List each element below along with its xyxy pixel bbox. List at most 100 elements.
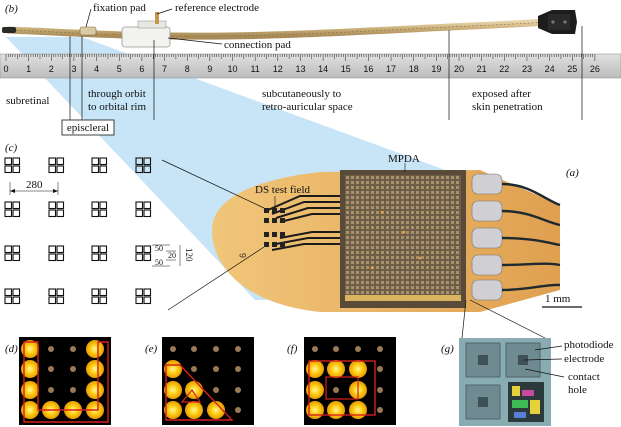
ruler-number: 13 <box>295 64 305 74</box>
electrode-square <box>143 157 152 166</box>
electrode-group <box>4 288 21 305</box>
connection-pad-leader <box>167 37 223 45</box>
electrode-square <box>48 209 57 218</box>
ds-test-field <box>264 208 285 247</box>
ruler-number: 25 <box>567 64 577 74</box>
electrode-stimulated <box>327 360 345 378</box>
segment-orbit-line2: to orbital rim <box>88 101 146 113</box>
electrode-group <box>91 288 108 305</box>
electrode-square <box>143 245 152 254</box>
electrode-square <box>48 157 57 166</box>
electrode-square <box>91 296 100 305</box>
electrode-square <box>48 253 57 262</box>
electrode-stimulated <box>21 381 39 399</box>
electrode-square <box>135 296 144 305</box>
zoom-leaders-g <box>461 299 546 339</box>
electrode-dot <box>170 346 176 352</box>
segment-retro-line2: retro-auricular space <box>262 101 353 113</box>
fixation-pad-label: fixation pad <box>93 2 146 14</box>
output-traces <box>501 182 561 292</box>
ruler-number: 4 <box>94 64 99 74</box>
ruler-number: 26 <box>590 64 600 74</box>
electrode-stimulated <box>349 401 367 419</box>
segment-orbit-line1: through orbit <box>88 88 146 100</box>
electrode-group <box>91 157 108 174</box>
panel-label-c: (c) <box>5 142 18 154</box>
electrode-square <box>12 296 21 305</box>
connection-pad-label: connection pad <box>224 39 291 51</box>
electrode-square <box>91 209 100 218</box>
substrate-mark: 6 <box>238 253 248 258</box>
fixation-pad-leader <box>85 8 92 28</box>
scale-label: 1 mm <box>545 293 571 305</box>
electrode-dot <box>48 387 54 393</box>
electrode-square <box>143 165 152 174</box>
ds-test-field-label: DS test field <box>255 184 310 196</box>
electrode-stimulated <box>86 381 104 399</box>
ruler-number: 8 <box>185 64 190 74</box>
implant-tip <box>2 27 16 33</box>
dim-total: 120 <box>184 248 194 262</box>
electrode-square <box>12 165 21 174</box>
ruler-number: 5 <box>117 64 122 74</box>
electrode-dot <box>355 346 361 352</box>
electrode-stimulated <box>349 360 367 378</box>
electrode-stimulated <box>327 401 345 419</box>
electrode-stimulated <box>185 401 203 419</box>
electrode-square <box>56 165 65 174</box>
panel-g-leaders <box>523 345 565 378</box>
electrode-dot <box>213 346 219 352</box>
electrode-group <box>135 288 152 305</box>
electrode-square <box>4 296 13 305</box>
electrode-square <box>12 253 21 262</box>
ruler-ticks <box>5 54 596 61</box>
electrode-stimulated <box>86 340 104 358</box>
electrode-square <box>56 157 65 166</box>
electrode-stimulated <box>207 401 225 419</box>
segment-episcleral: episcleral <box>67 122 109 134</box>
panel-e <box>162 337 254 425</box>
panel-label-a: (a) <box>566 167 579 179</box>
electrode-square <box>56 245 65 254</box>
panel-label-g: (g) <box>441 343 454 355</box>
mpda-label: MPDA <box>388 153 420 165</box>
electrode-group <box>135 157 152 174</box>
segment-exposed-line2: skin penetration <box>472 101 543 113</box>
electrode-layout-grid <box>4 157 152 305</box>
electrode-square <box>135 209 144 218</box>
electrode-square <box>99 209 108 218</box>
electrode-stimulated <box>306 360 324 378</box>
electrode-square <box>135 157 144 166</box>
ruler-number: 6 <box>139 64 144 74</box>
electrode-dot <box>235 366 241 372</box>
electrode-square <box>4 201 13 210</box>
panel-label-e: (e) <box>145 343 158 355</box>
electrode-dot <box>48 346 54 352</box>
electrode-stimulated <box>21 401 39 419</box>
ruler-number: 20 <box>454 64 464 74</box>
electrode-square <box>12 201 21 210</box>
panel-d <box>19 337 111 425</box>
electrode-dot <box>70 366 76 372</box>
electrode-square <box>48 165 57 174</box>
electrode-square <box>4 288 13 297</box>
electrode-square <box>135 245 144 254</box>
electrode-group <box>4 245 21 262</box>
electrode-square <box>135 165 144 174</box>
electrode-dot <box>377 346 383 352</box>
electrode-square <box>4 253 13 262</box>
electrode-square <box>48 245 57 254</box>
ruler-number: 9 <box>207 64 212 74</box>
electrode-group <box>135 201 152 218</box>
spacing-dimension <box>9 182 59 195</box>
ruler-number: 12 <box>273 64 283 74</box>
reference-electrode <box>121 12 171 48</box>
ruler-number: 19 <box>431 64 441 74</box>
ruler-number: 10 <box>227 64 237 74</box>
panel-label-d: (d) <box>5 343 18 355</box>
electrode-square <box>99 253 108 262</box>
electrode-group <box>91 201 108 218</box>
electrode-dot <box>48 366 54 372</box>
